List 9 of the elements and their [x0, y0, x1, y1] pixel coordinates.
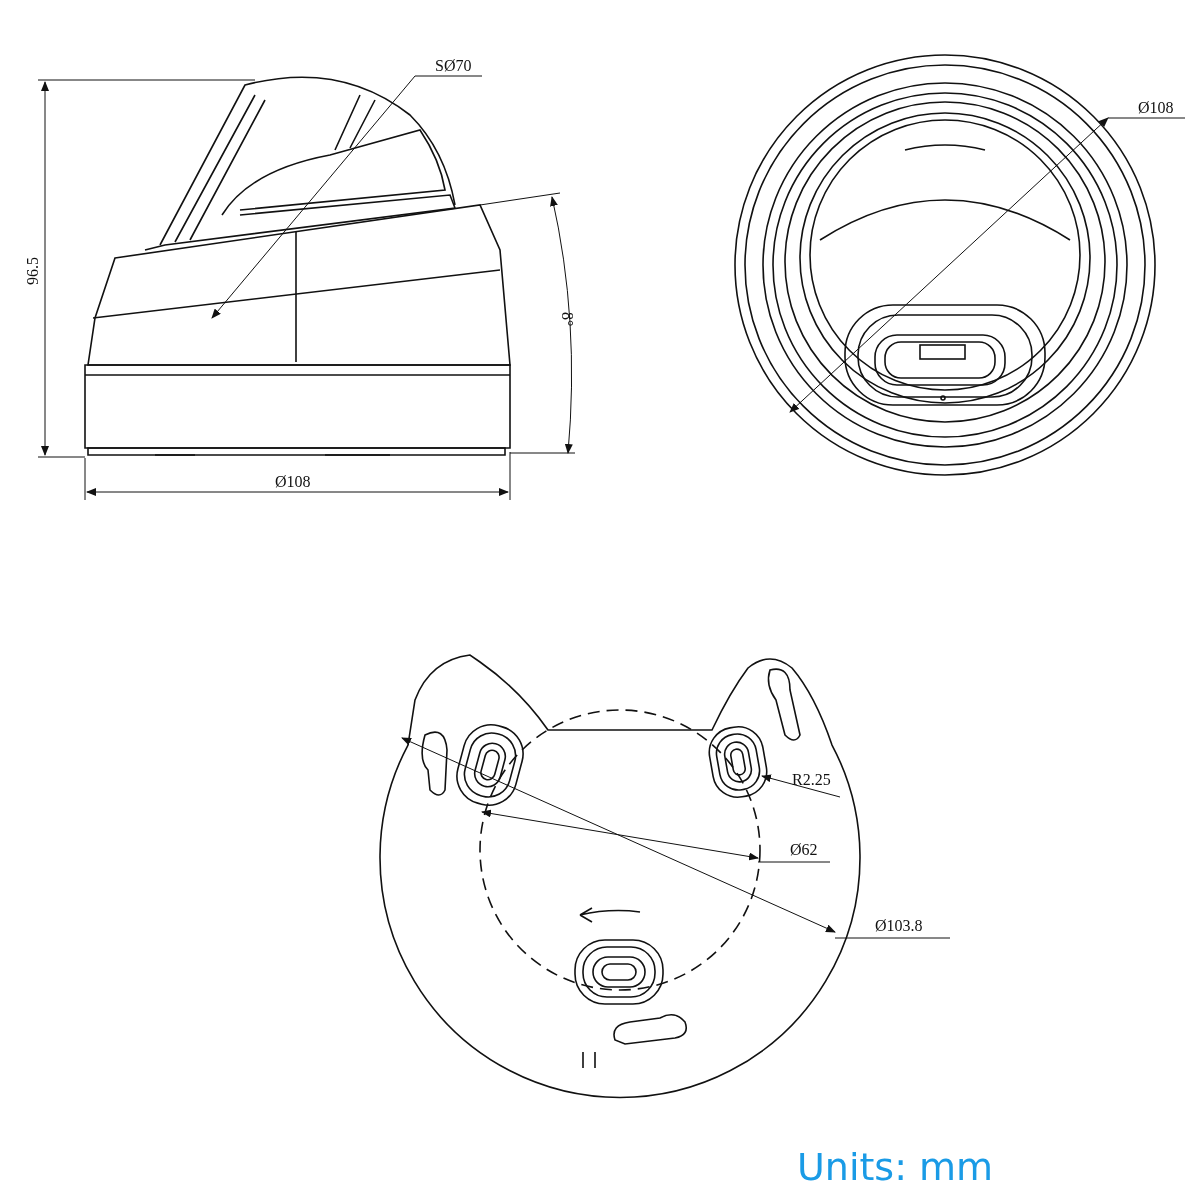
dimension-label: R2.25: [792, 772, 831, 788]
dimension-label: Ø108: [1138, 100, 1174, 116]
units-note: Units: mm: [797, 1148, 994, 1186]
dimension-label: Ø62: [790, 842, 818, 858]
dimension-label: 96.5: [25, 257, 41, 285]
dimension-label: Ø103.8: [875, 918, 923, 934]
dimension-label: SØ70: [435, 58, 472, 74]
dimension-label: 8°: [559, 312, 575, 327]
dimension-label: Ø108: [275, 474, 311, 490]
